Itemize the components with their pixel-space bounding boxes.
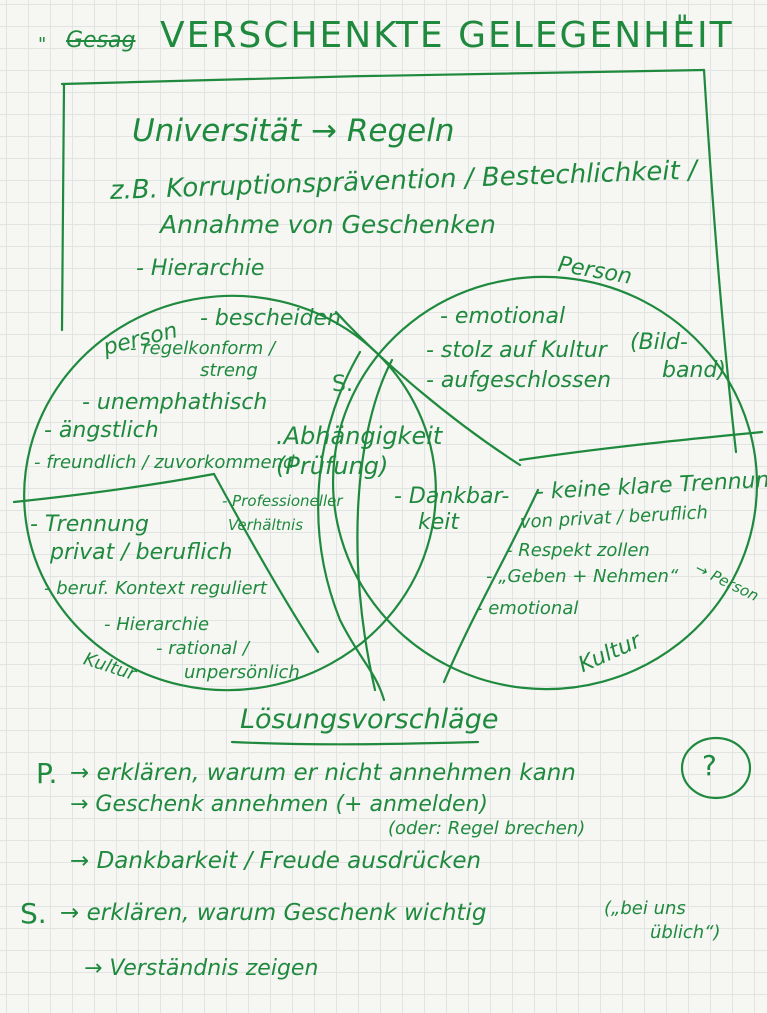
solutions-p2: → Geschenk annehmen (+ anmelden) xyxy=(70,792,489,817)
right-culture-geben: - „Geben + Nehmen“ xyxy=(486,566,679,587)
left-divider-2 xyxy=(212,472,320,654)
title-quote-close: " xyxy=(676,10,689,41)
right-item-bildband-b: band) xyxy=(662,358,726,383)
box-top-line xyxy=(60,68,706,86)
box-right-line xyxy=(702,68,738,454)
left-culture-kontext: - beruf. Kontext reguliert xyxy=(44,578,267,599)
heading-underline xyxy=(230,740,480,746)
left-item-streng: streng xyxy=(200,360,258,381)
left-item-regelkonform: - regelkonform / xyxy=(130,338,276,359)
center-pruefung: (Prüfung) xyxy=(276,452,389,480)
solutions-heading: Lösungsvorschläge xyxy=(240,704,499,735)
solutions-p3: → Dankbarkeit / Freude ausdrücken xyxy=(70,848,482,874)
center-dankbar: - Dankbar- xyxy=(394,484,510,509)
right-item-emotional: - emotional xyxy=(440,304,566,329)
center-keit: keit xyxy=(418,510,460,535)
center-abhaengigkeit: .Abhängigkeit xyxy=(276,422,443,450)
left-ellipse xyxy=(23,294,437,692)
question-circle xyxy=(680,736,752,800)
solutions-p2b: (oder: Regel brechen) xyxy=(388,818,586,839)
solutions-s2: → Verständnis zeigen xyxy=(84,956,319,981)
question-mark-icon: ? xyxy=(702,749,717,782)
title-scribble: Gesag xyxy=(66,28,136,53)
left-culture-unpersoenlich: unpersönlich xyxy=(184,662,300,683)
solutions-s-label: S. xyxy=(20,897,47,930)
box-line-hierarchie: - Hierarchie xyxy=(136,256,265,281)
box-line-universitaet: Universität → Regeln xyxy=(132,113,455,149)
box-line-annahme: Annahme von Geschenken xyxy=(160,210,496,239)
left-item-aengstlich: - ängstlich xyxy=(44,418,159,443)
solutions-s1: → erklären, warum Geschenk wichtig xyxy=(60,900,487,926)
right-divider-2 xyxy=(442,488,540,684)
center-professioneller: - Professioneller xyxy=(222,492,343,510)
center-s-label: S. xyxy=(332,372,353,397)
right-culture-emotional: - emotional xyxy=(476,598,579,619)
right-divider-1 xyxy=(518,430,764,462)
center-verhaeltnis: Verhältnis xyxy=(228,516,304,534)
title-quote-open: " xyxy=(38,34,47,55)
right-item-aufgeschlossen: - aufgeschlossen xyxy=(426,368,612,393)
right-item-stolz: - stolz auf Kultur xyxy=(426,338,607,363)
left-item-bescheiden: - bescheiden xyxy=(200,306,342,331)
left-divider-1 xyxy=(12,472,216,504)
left-item-freundlich: - freundlich / zuvorkommend xyxy=(34,452,295,473)
right-culture-respekt: - Respekt zollen xyxy=(506,540,650,561)
solutions-p1: → erklären, warum er nicht annehmen kann xyxy=(70,760,576,786)
left-culture-privat: privat / beruflich xyxy=(50,540,233,565)
page-title: VERSCHENKTE GELEGENHEIT xyxy=(160,15,734,56)
solutions-p-label: P. xyxy=(36,757,58,790)
left-culture-rational: - rational / xyxy=(156,638,249,659)
left-item-unemphathisch: - unemphathisch xyxy=(82,390,268,415)
diag-line xyxy=(334,310,522,467)
right-ellipse xyxy=(331,275,759,691)
solutions-s1c: üblich“) xyxy=(650,922,721,943)
left-culture-hierarchie: - Hierarchie xyxy=(104,614,210,635)
right-item-bildband-a: (Bild- xyxy=(630,330,688,355)
left-culture-trennung: - Trennung xyxy=(30,512,149,537)
box-left-line xyxy=(60,82,66,332)
center-arc-2 xyxy=(356,358,394,692)
solutions-s1b: („bei uns xyxy=(604,898,686,919)
